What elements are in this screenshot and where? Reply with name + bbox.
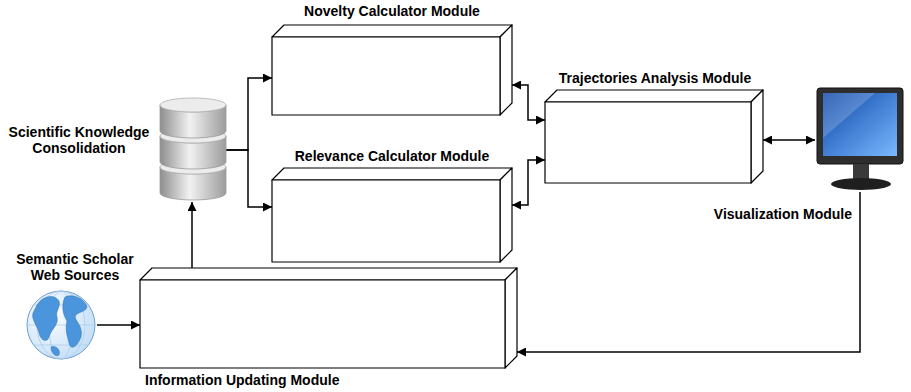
module-box-shape <box>272 168 512 262</box>
globe-icon: Semantic Scholar Web Sources <box>25 285 97 365</box>
module-box: Relevance Calculator Module <box>272 168 512 262</box>
globe-continents <box>33 296 87 356</box>
box-outline <box>545 90 763 183</box>
monitor-frame <box>817 88 903 164</box>
box-outline <box>272 25 512 115</box>
box-side-face <box>505 268 517 368</box>
box-top-face <box>140 268 517 280</box>
globe-sphere <box>27 291 95 359</box>
module-label: Relevance Calculator Module <box>272 148 512 164</box>
module-box-shape <box>545 90 763 183</box>
box-top-face <box>272 25 512 37</box>
connector-arrow <box>763 139 815 141</box>
connector-arrow <box>226 78 272 150</box>
module-box: Novelty Calculator Module <box>272 25 512 115</box>
monitor-glare <box>823 93 875 138</box>
database-icon: Scientific Knowledge Consolidation <box>160 98 226 202</box>
box-front-face <box>272 37 500 115</box>
connector-arrow <box>512 160 545 205</box>
module-label: Information Updating Module <box>145 372 339 388</box>
module-box: Trajectories Analysis Module <box>545 90 763 183</box>
connector-arrow <box>517 192 860 352</box>
monitor-icon: Visualization Module <box>815 88 907 192</box>
module-label: Novelty Calculator Module <box>272 3 512 19</box>
globe-icon-shape <box>25 285 97 365</box>
box-front-face <box>140 280 505 368</box>
connector-arrow <box>226 150 272 207</box>
module-label: Visualization Module <box>714 206 852 222</box>
box-outline <box>140 268 517 368</box>
monitor-neck <box>853 164 869 180</box>
box-side-face <box>500 25 512 115</box>
connector-arrow <box>97 324 140 326</box>
box-top-face <box>545 90 763 102</box>
box-front-face <box>272 180 500 262</box>
box-outline <box>272 168 512 262</box>
module-label: Scientific Knowledge Consolidation <box>4 124 154 156</box>
database-icon-shape <box>160 98 226 202</box>
monitor-icon-shape <box>815 88 907 192</box>
database-disk-top <box>160 98 226 112</box>
monitor-screen <box>823 93 897 156</box>
module-box-shape <box>140 268 517 368</box>
box-front-face <box>545 102 751 183</box>
monitor-base <box>831 178 891 190</box>
module-label: Semantic Scholar Web Sources <box>10 251 140 283</box>
globe-grid <box>27 291 95 359</box>
connector-arrow <box>191 202 193 268</box>
module-box: Information Updating Module <box>140 268 517 368</box>
connector-arrow <box>512 85 545 120</box>
box-top-face <box>272 168 512 180</box>
module-box-shape <box>272 25 512 115</box>
box-side-face <box>500 168 512 262</box>
box-side-face <box>751 90 763 183</box>
module-label: Trajectories Analysis Module <box>535 70 775 86</box>
